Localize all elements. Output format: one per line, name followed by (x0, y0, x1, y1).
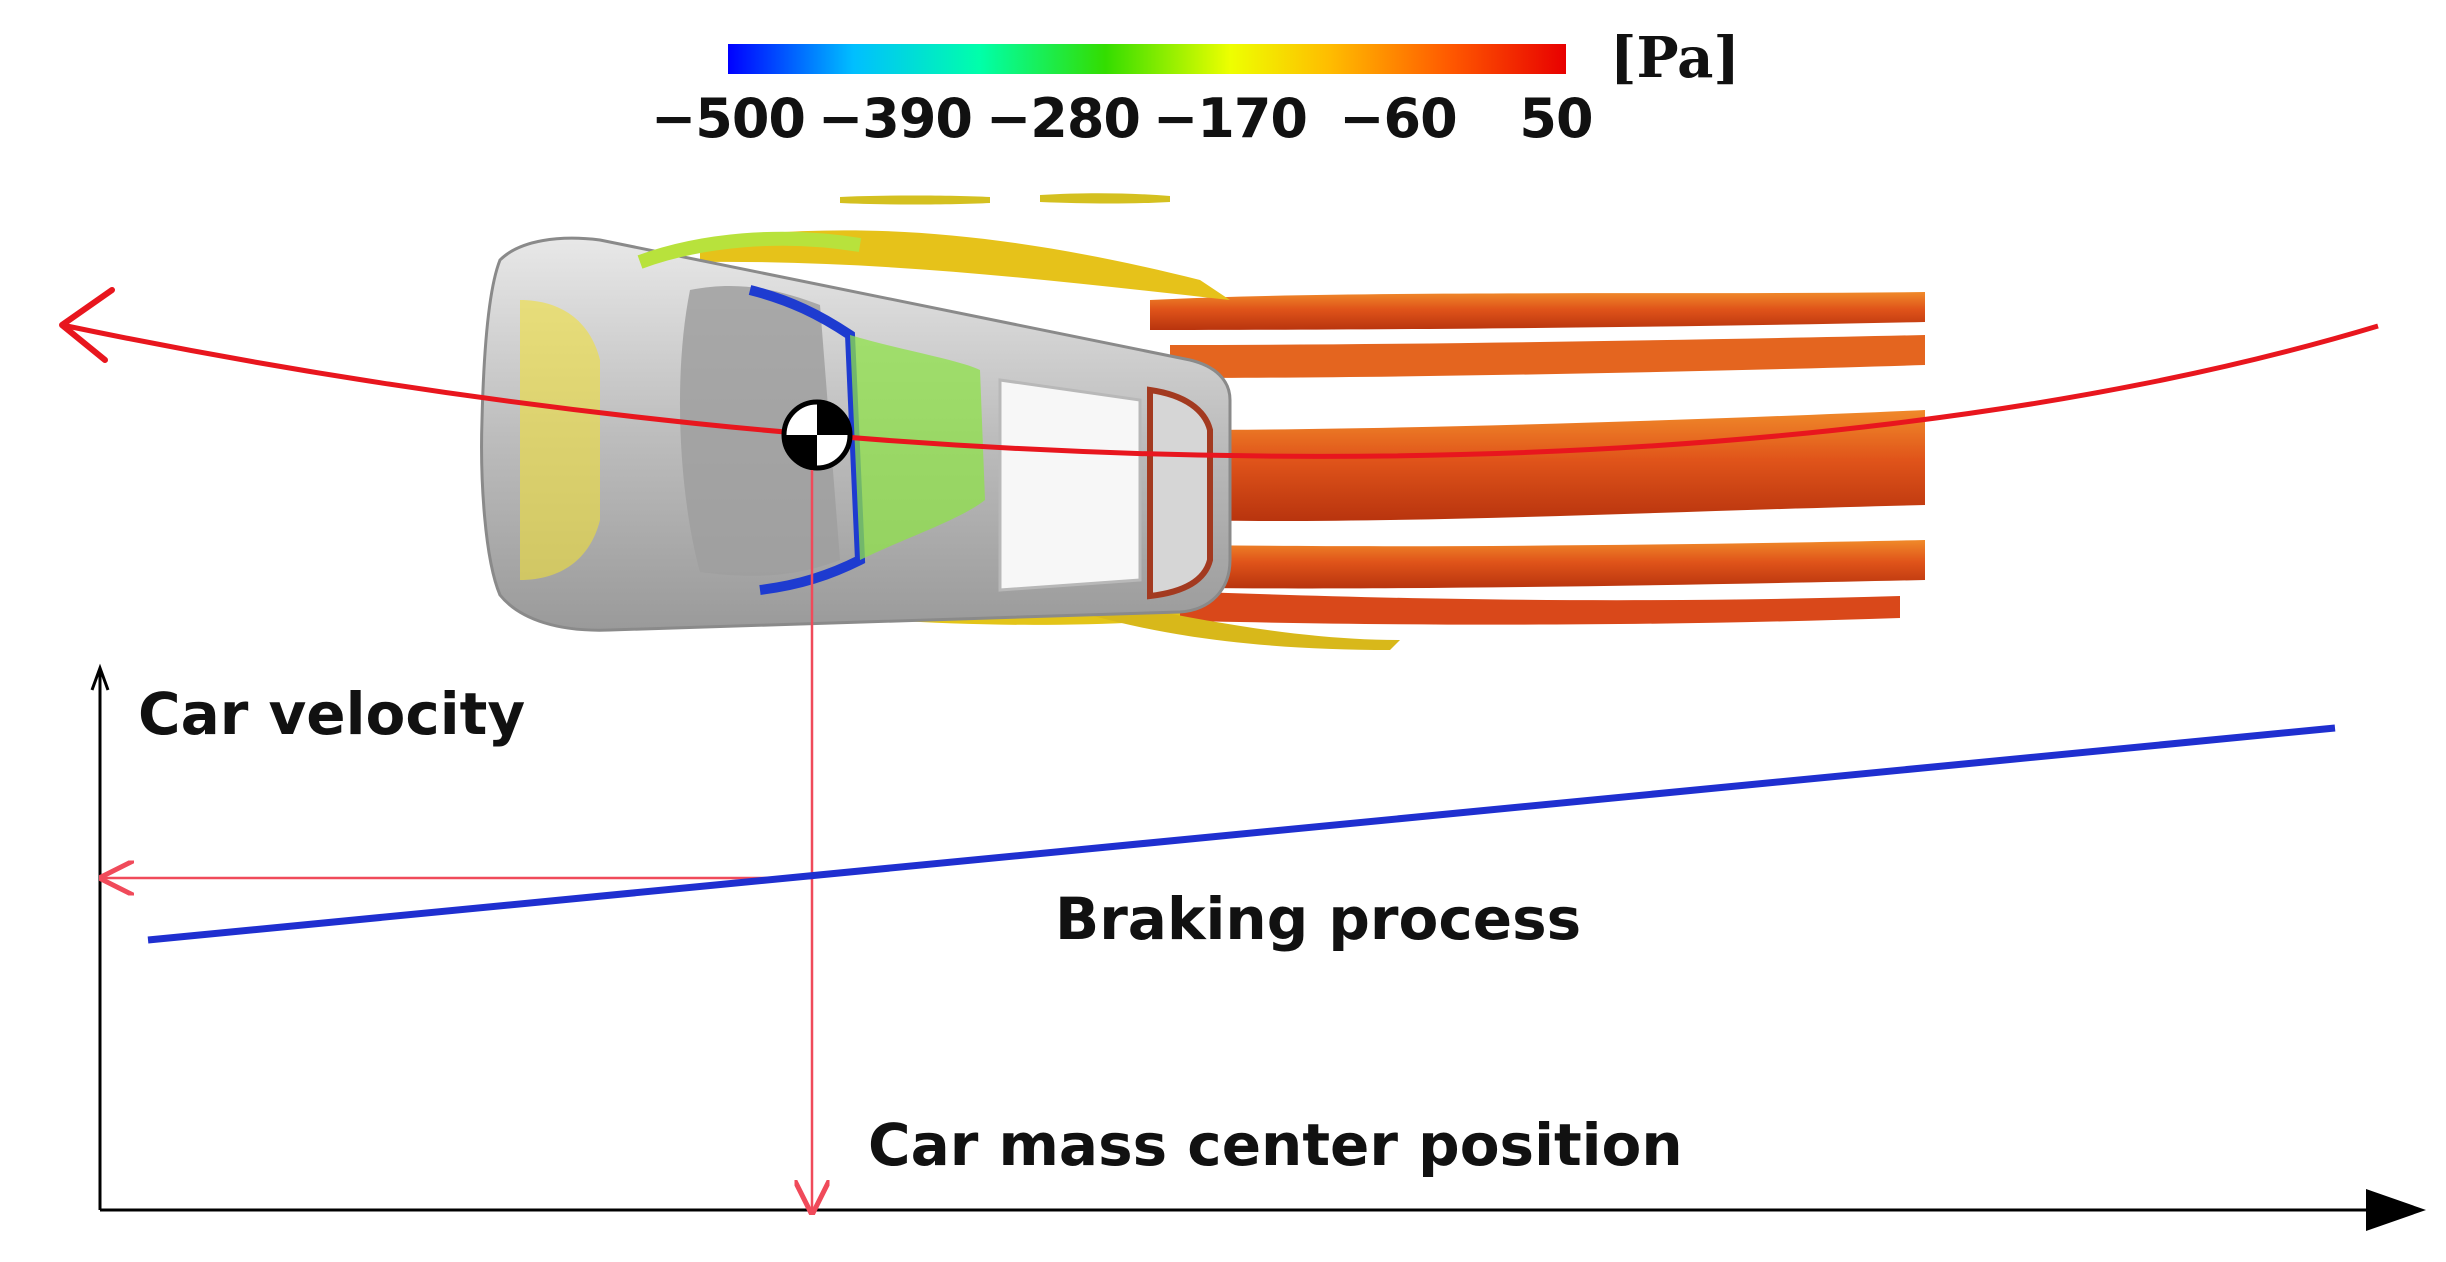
colorbar-tick: −280 (986, 87, 1141, 150)
x-axis-label: Car mass center position (868, 1111, 1683, 1179)
colorbar-tick: −170 (1153, 87, 1308, 150)
colorbar-tick: −390 (818, 87, 973, 150)
trajectory-arc (61, 322, 2379, 459)
y-axis-label: Car velocity (138, 680, 526, 748)
trajectory-arrowhead (59, 287, 115, 363)
y-axis-arrowhead (90, 663, 110, 691)
colorbar-tick: −60 (1339, 87, 1457, 150)
car-body (480, 231, 1232, 632)
colorbar-tick: 50 (1519, 87, 1593, 150)
velocity-line (147, 724, 2336, 944)
colorbar-unit: [Pa] (1610, 25, 1740, 91)
colorbar (728, 44, 1566, 74)
center-of-mass-symbol (781, 399, 853, 471)
braking-process-label: Braking process (1055, 885, 1582, 953)
colorbar-tick: −500 (651, 87, 806, 150)
